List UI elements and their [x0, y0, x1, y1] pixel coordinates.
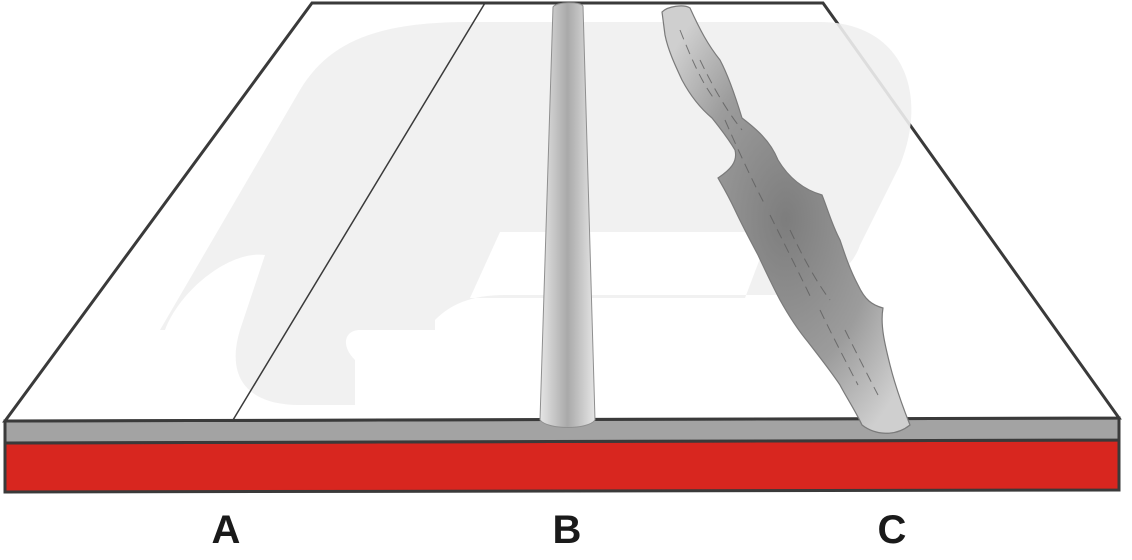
label-c: C	[877, 508, 907, 552]
label-a: A	[211, 508, 241, 552]
base-layer	[3, 438, 1121, 494]
crack-streaks	[679, 29, 879, 396]
defect-c-crack	[661, 5, 911, 434]
label-b: B	[552, 508, 582, 552]
defect-a-line	[232, 2, 486, 421]
defect-b-ridge	[539, 2, 596, 428]
